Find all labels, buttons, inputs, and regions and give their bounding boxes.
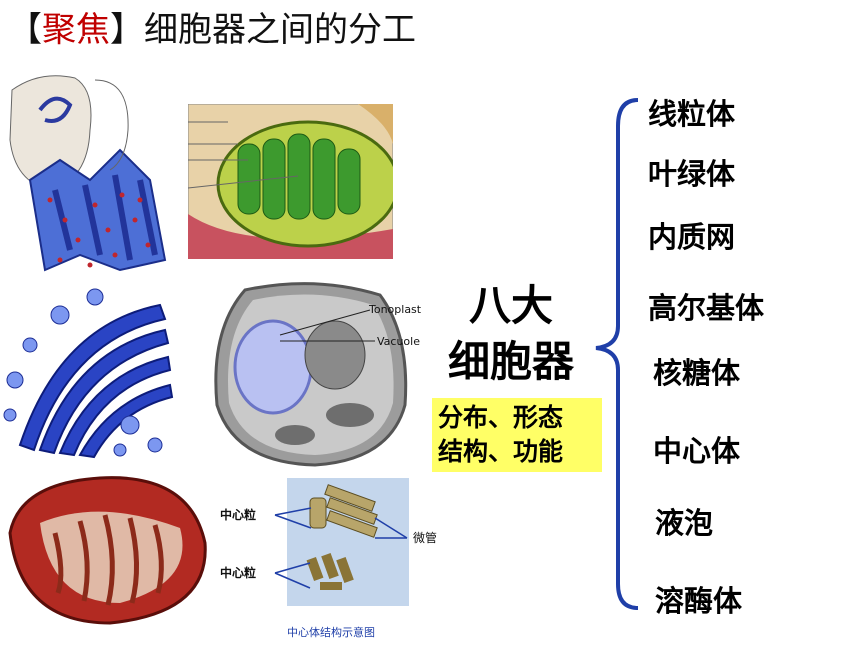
organelle-item-5: 核糖体 <box>653 356 741 390</box>
microtubule-label: 微管 <box>413 530 437 545</box>
central-line-1: 八大 <box>468 281 553 330</box>
organelle-item-6: 中心体 <box>653 434 741 468</box>
title-highlight: 聚焦 <box>42 10 110 50</box>
tonoplast-label: Tonoplast <box>368 303 422 316</box>
organelle-item-3: 内质网 <box>648 220 736 254</box>
aspects-line-2: 结构、功能 <box>438 437 564 466</box>
centriole-top-label: 中心粒 <box>220 507 256 522</box>
organelle-item-7: 液泡 <box>655 506 714 540</box>
golgi-apparatus-image <box>3 288 174 459</box>
aspects-box: 分布、形态 结构、功能 <box>432 398 602 472</box>
mitochondrion-image <box>8 476 207 625</box>
centrosome-caption: 中心体结构示意图 <box>287 625 375 639</box>
organelle-item-8: 溶酶体 <box>655 584 743 618</box>
slide-title: 【聚焦】细胞器之间的分工 <box>8 2 416 51</box>
title-bracket-open: 【 <box>8 10 42 50</box>
title-bracket-close: 】 <box>110 10 144 50</box>
chloroplast-image <box>188 104 393 259</box>
vacuole-label: Vacuole <box>377 335 420 348</box>
curly-brace-icon <box>595 98 639 610</box>
plant-cell-image: Tonoplast Vacuole <box>214 282 422 467</box>
title-text: 细胞器之间的分工 <box>144 10 416 50</box>
endoplasmic-reticulum-image <box>9 75 167 272</box>
organelle-item-4: 高尔基体 <box>648 291 765 325</box>
central-concept: 八大 细胞器 <box>436 278 586 390</box>
centrosome-image: 中心粒 中心粒 微管 中心体结构示意图 <box>220 478 437 639</box>
aspects-line-1: 分布、形态 <box>438 403 564 432</box>
organelle-item-2: 叶绿体 <box>648 157 736 191</box>
centriole-bottom-label: 中心粒 <box>220 565 256 580</box>
organelle-item-1: 线粒体 <box>648 97 736 131</box>
central-line-2: 细胞器 <box>447 337 574 386</box>
